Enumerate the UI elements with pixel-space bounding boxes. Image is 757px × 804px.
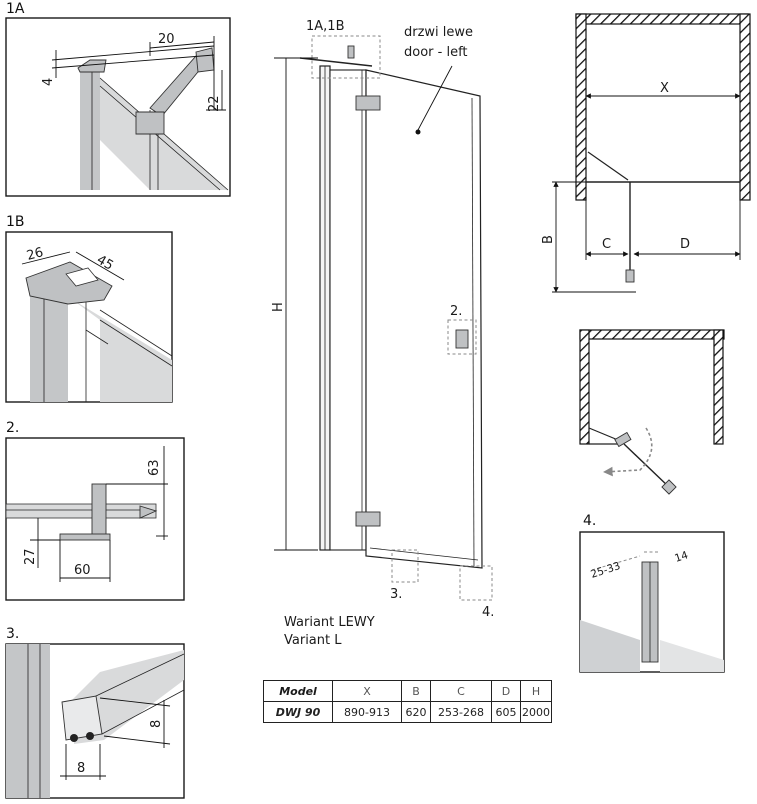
plan-x-label: X <box>660 81 669 96</box>
table-header-x: X <box>332 680 402 702</box>
dim-1a-h2: 22 <box>207 95 222 112</box>
fixed-glass-panel <box>329 69 367 551</box>
dim-3-h: 8 <box>149 720 164 728</box>
handle-bar <box>91 483 107 537</box>
bar-clamp <box>135 111 165 135</box>
section-label-2: 2. <box>6 420 19 436</box>
table-cell-x: 890-913 <box>332 701 402 723</box>
table-cell-c: 253-268 <box>430 701 492 723</box>
dim-2-h1: 63 <box>147 459 162 476</box>
dim-height: H <box>271 302 286 312</box>
dim-4-b: 14 <box>673 549 690 565</box>
table-cell-model: DWJ 90 <box>263 701 333 723</box>
hinge-bottom <box>355 511 381 527</box>
detail-1a: 1A 4 20 22 <box>5 1 231 197</box>
door-handle <box>455 329 469 349</box>
table-header-h: H <box>520 680 552 702</box>
variant-pl: Wariant LEWY <box>284 615 375 630</box>
door-glass <box>365 69 483 569</box>
spec-table: Model X B C D H DWJ 90 890-913 620 253-2… <box>263 680 552 723</box>
detail-4: 4. 25-33 14 <box>579 513 725 673</box>
dim-1a-h1: 4 <box>41 78 56 86</box>
table-cell-b: 620 <box>401 701 431 723</box>
section-label-4: 4. <box>583 513 596 529</box>
profile-top-cap <box>25 261 113 305</box>
wall-profile <box>80 70 100 190</box>
table-header-row: Model X B C D H <box>263 680 552 702</box>
variant-en: Variant L <box>284 633 342 648</box>
table-header-model: Model <box>263 680 333 702</box>
table-cell-d: 605 <box>491 701 521 723</box>
wall-profile <box>30 286 68 402</box>
opening-arc-arrow <box>603 427 653 477</box>
dim-2-h2: 27 <box>23 548 38 565</box>
callout-4: 4. <box>482 605 494 620</box>
callout-3: 3. <box>390 587 402 602</box>
detail-3: 3. 8 8 <box>5 626 185 799</box>
door-elevation: 1A,1B 2. 3. 4. drzwi lewe door - left H <box>271 19 494 620</box>
plan-c-label: C <box>602 237 611 252</box>
door-note-en: door - left <box>404 45 468 60</box>
section-label-3: 3. <box>6 626 19 642</box>
section-label-1a: 1A <box>6 1 25 17</box>
hinge-top <box>355 95 381 111</box>
section-label-1b: 1B <box>6 214 25 230</box>
plan-d-label: D <box>680 237 690 252</box>
table-header-d: D <box>491 680 521 702</box>
callout-2: 2. <box>450 304 462 319</box>
table-row: DWJ 90 890-913 620 253-268 605 2000 <box>263 701 552 723</box>
callout-1a-1b: 1A,1B <box>306 19 345 34</box>
plan-view: X B C D <box>541 13 751 293</box>
opening-scheme <box>579 329 725 495</box>
dim-3-w: 8 <box>77 761 85 776</box>
table-header-b: B <box>401 680 431 702</box>
dim-1b-b: 45 <box>94 252 116 273</box>
detail-2: 2. 63 27 60 <box>5 420 185 601</box>
dim-2-w: 60 <box>74 563 91 578</box>
plan-b-label: B <box>541 235 556 244</box>
dim-1b-a: 26 <box>25 245 45 264</box>
table-header-c: C <box>430 680 492 702</box>
dim-1a-w: 20 <box>158 32 175 47</box>
table-cell-h: 2000 <box>520 701 552 723</box>
door-note-pl: drzwi lewe <box>404 25 473 40</box>
detail-1b: 1B 26 45 <box>5 214 173 403</box>
